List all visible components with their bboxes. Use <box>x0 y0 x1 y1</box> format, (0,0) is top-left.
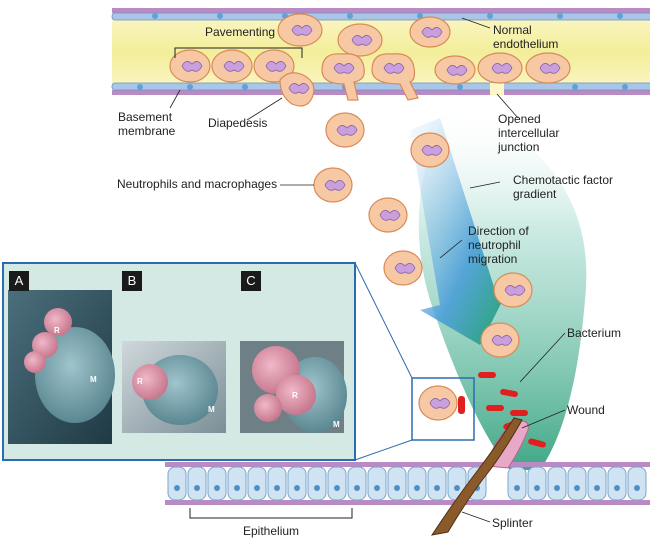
micrograph-a-r-label: R <box>54 326 60 335</box>
label-splinter: Splinter <box>492 516 533 530</box>
nuclei <box>181 25 561 409</box>
micrograph-c-m-label: M <box>333 420 340 429</box>
panel-letter-b: B <box>122 271 142 291</box>
top-endothelium-cells <box>111 12 650 21</box>
pavementing-bracket <box>174 47 303 58</box>
direction-arrow <box>410 118 512 345</box>
epithelium-layer <box>165 462 650 505</box>
label-chemotactic-1: Chemotactic factor <box>513 173 614 187</box>
micrograph-c <box>240 341 347 433</box>
panel-letter-a: A <box>9 271 29 291</box>
label-direction-1: Direction of <box>468 224 529 238</box>
inset-indicator-box <box>411 377 475 441</box>
label-chemotactic-2: gradient <box>513 187 557 201</box>
label-diapedesis: Diapedesis <box>208 116 268 130</box>
label-bacterium: Bacterium <box>567 326 622 340</box>
micrograph-b <box>122 341 226 433</box>
label-opened-junction-1: Opened <box>498 112 541 126</box>
label-normal-endothelium-2: endothelium <box>493 37 559 51</box>
label-opened-junction-2: intercellular <box>498 126 560 140</box>
micrograph-c-r-label: R <box>292 391 298 400</box>
micrograph-b-r-label: R <box>137 377 143 386</box>
label-direction-2: neutrophil <box>468 238 521 252</box>
label-epithelium: Epithelium <box>243 524 300 538</box>
micrograph-a-m-label: M <box>90 375 97 384</box>
splinter <box>430 417 523 536</box>
label-basement-membrane-2: membrane <box>118 124 176 138</box>
label-normal-endothelium-1: Normal <box>493 23 532 37</box>
label-opened-junction-3: junction <box>498 140 540 154</box>
micrograph-b-m-label: M <box>208 405 215 414</box>
label-direction-3: migration <box>468 252 518 266</box>
label-wound: Wound <box>567 403 605 417</box>
panel-letter-c: C <box>241 271 261 291</box>
epithelium-bracket <box>189 508 353 519</box>
label-neutrophils-macrophages: Neutrophils and macrophages <box>117 177 278 191</box>
label-basement-membrane-1: Basement <box>118 110 173 124</box>
label-pavementing: Pavementing <box>205 25 276 39</box>
micrograph-a <box>8 290 115 444</box>
leader-lines <box>169 17 566 523</box>
